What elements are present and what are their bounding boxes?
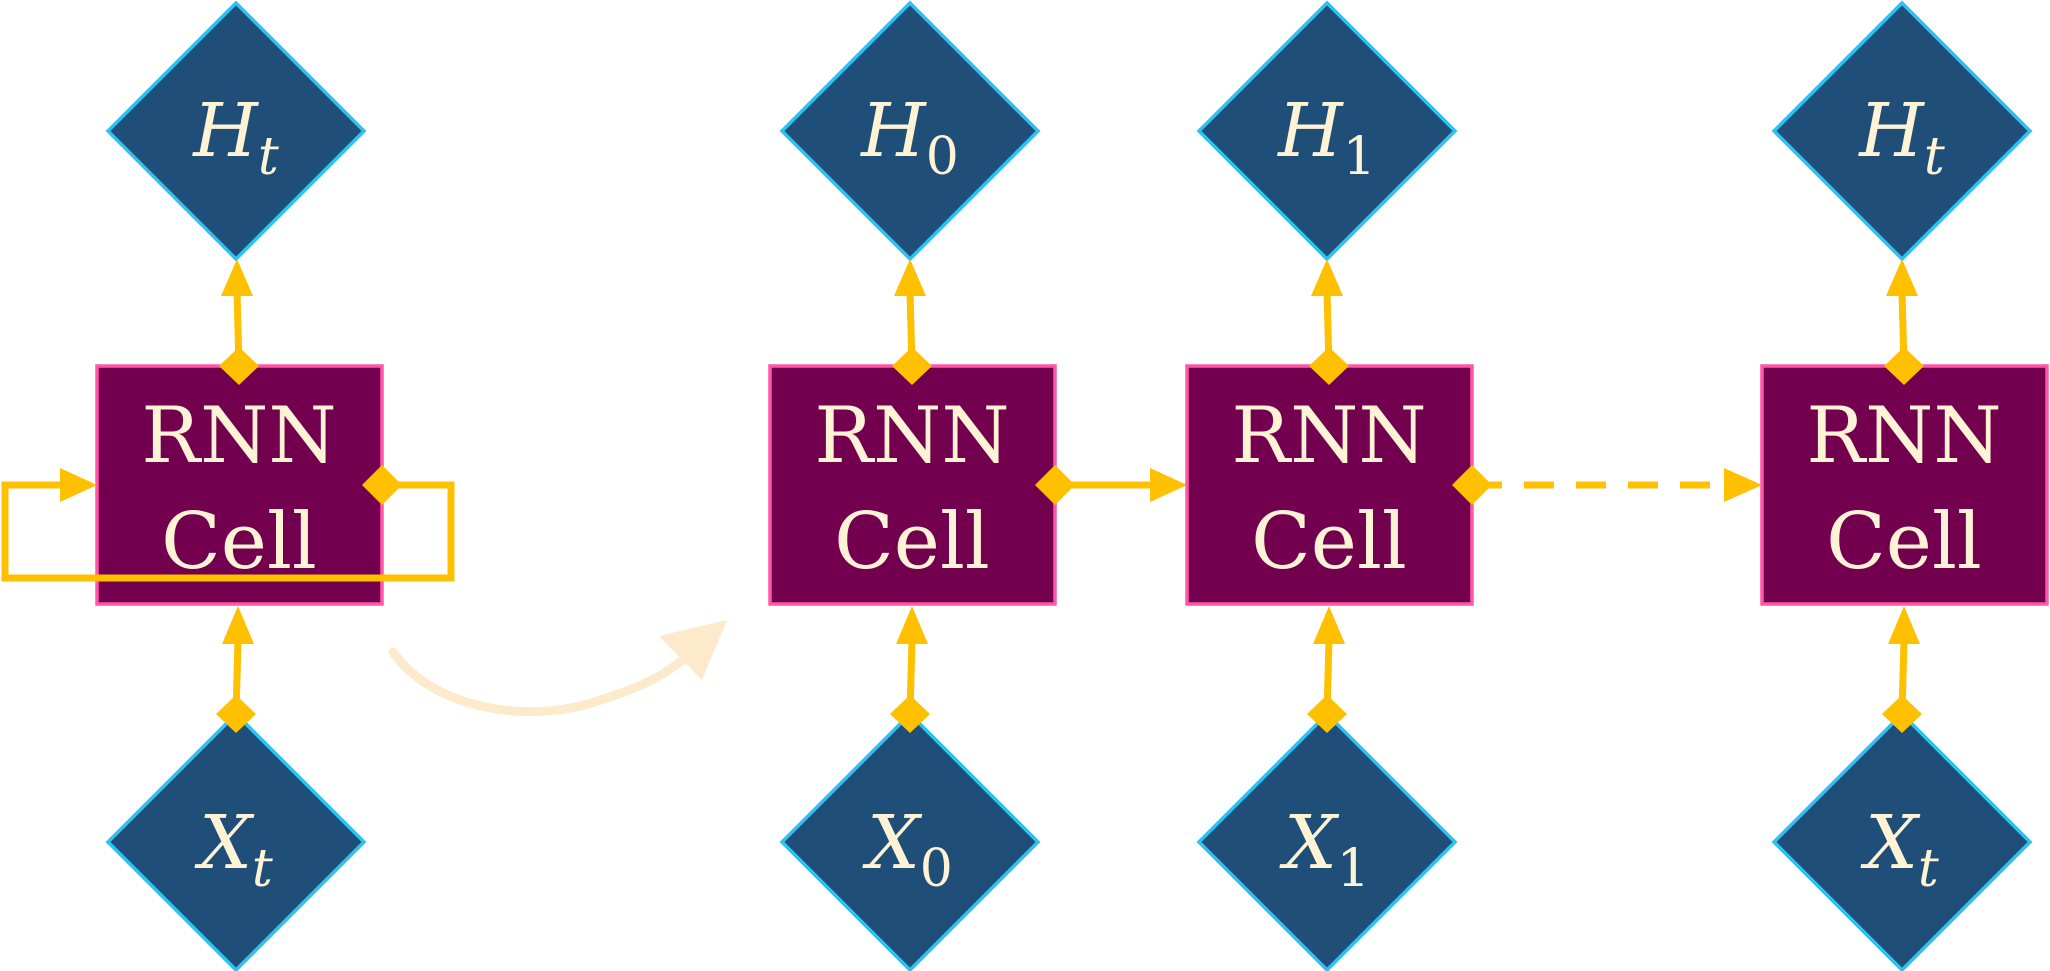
unrolled-step-t: Ht Xt RNN Cell (1760, 0, 2049, 971)
folded-input-connector (216, 606, 256, 733)
folded-output-connector (219, 259, 259, 385)
step-1-input-connector (1307, 606, 1347, 733)
step-1-cell-label-line2: Cell (1251, 497, 1407, 587)
svg-text:Xt: Xt (194, 800, 273, 899)
step-t-input-sub: t (1918, 839, 1939, 899)
step-t-cell-label-line2: Cell (1826, 497, 1982, 587)
step-t-output-sub: t (1924, 127, 1945, 187)
folded-output-symbol: H (191, 88, 259, 174)
unrolled-step-0: H0 X0 RNN Cell (768, 0, 1057, 971)
step-0-rnn-cell: RNN Cell (768, 364, 1057, 606)
step-1-cell-label-line1: RNN (1231, 391, 1426, 481)
svg-text:Xt: Xt (1860, 800, 1939, 899)
folded-cell-label-line1: RNN (141, 391, 336, 481)
step-t-input-connector (1882, 606, 1922, 733)
folded-input-node: Xt (105, 711, 367, 971)
step-0-output-sub: 0 (926, 127, 959, 187)
step-0-output-node: H0 (779, 0, 1041, 262)
step-t-output-node: Ht (1771, 0, 2033, 262)
step-t-input-symbol: X (1860, 800, 1921, 886)
svg-text:X1: X1 (1279, 800, 1370, 899)
step-1-output-symbol: H (1276, 88, 1344, 174)
folded-input-sub: t (252, 839, 273, 899)
step-0-cell-label-line2: Cell (834, 497, 990, 587)
step-0-input-sub: 0 (920, 839, 953, 899)
step-1-rnn-cell: RNN Cell (1185, 364, 1474, 606)
step-1-input-symbol: X (1279, 800, 1340, 886)
step-0-input-node: X0 (779, 711, 1041, 971)
folded-output-node: Ht (105, 0, 367, 262)
svg-text:X0: X0 (862, 800, 953, 899)
step-0-cell-label-line1: RNN (814, 391, 1009, 481)
svg-text:H1: H1 (1276, 88, 1376, 187)
svg-text:Ht: Ht (191, 88, 279, 187)
folded-input-symbol: X (194, 800, 255, 886)
folded-rnn: Ht Xt RNN Cell (1, 0, 455, 971)
step-t-output-symbol: H (1857, 88, 1925, 174)
svg-text:H0: H0 (859, 88, 959, 187)
step-0-input-connector (890, 606, 930, 733)
folded-output-sub: t (258, 127, 279, 187)
unrolled-step-1: H1 X1 RNN Cell (1185, 0, 1474, 971)
svg-text:Ht: Ht (1857, 88, 1945, 187)
unroll-arrow (388, 620, 727, 717)
folded-cell-label-line2: Cell (161, 497, 317, 587)
step-t-cell-label-line1: RNN (1806, 391, 2001, 481)
step-0-output-connector (892, 259, 932, 385)
step-1-output-node: H1 (1196, 0, 1458, 262)
step-0-output-symbol: H (859, 88, 927, 174)
folded-recurrent-loop (1, 465, 455, 582)
step-t-rnn-cell: RNN Cell (1760, 364, 2049, 606)
step-1-input-node: X1 (1196, 711, 1458, 971)
step-t-output-connector (1884, 259, 1924, 385)
step-1-input-sub: 1 (1337, 839, 1370, 899)
step-t-input-node: Xt (1771, 711, 2033, 971)
hidden-state-connector-1-t (1452, 465, 1762, 505)
step-0-input-symbol: X (862, 800, 923, 886)
step-1-output-sub: 1 (1343, 127, 1376, 187)
folded-rnn-cell: RNN Cell (95, 364, 384, 606)
step-1-output-connector (1309, 259, 1349, 385)
hidden-state-connector-0-1 (1035, 465, 1187, 505)
